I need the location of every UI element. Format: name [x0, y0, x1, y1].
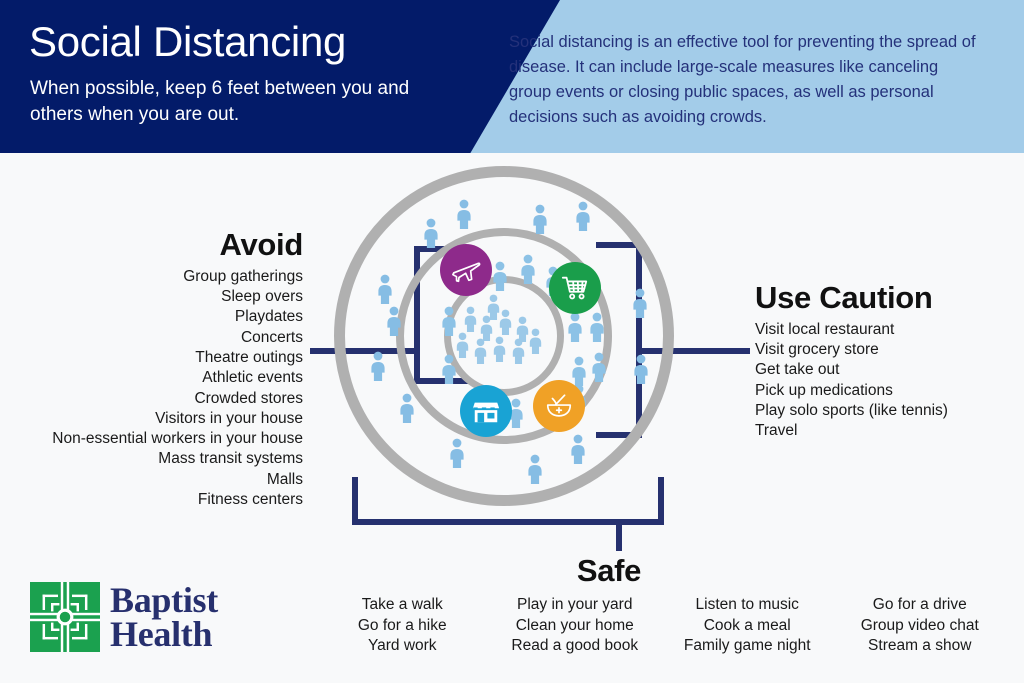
safe-section: Take a walk Go for a hike Yard work Play…	[316, 595, 1006, 657]
person-icon	[588, 352, 610, 382]
person-icon	[529, 204, 551, 234]
person-icon	[461, 306, 480, 332]
airplane-icon	[440, 244, 492, 296]
list-item: Group gatherings	[183, 267, 303, 285]
outer-ring	[334, 166, 674, 506]
list-item: Pick up medications	[755, 381, 893, 399]
use-caution-section: Use Caution Visit local restaurant Visit…	[755, 280, 1020, 442]
list-item: Read a good book	[511, 637, 639, 655]
safe-bracket-stem	[616, 519, 622, 551]
person-icon	[453, 332, 472, 358]
person-icon	[630, 354, 652, 384]
list-item: Athletic events	[202, 369, 303, 387]
list-item: Play solo sports (like tennis)	[755, 401, 948, 419]
list-item: Go for a hike	[357, 616, 447, 634]
person-icon	[453, 199, 475, 229]
list-item: Go for a drive	[872, 596, 967, 613]
safe-column: Listen to music Cook a meal Family game …	[661, 595, 834, 657]
use-caution-heading: Use Caution	[755, 280, 933, 315]
list-item: Visit local restaurant	[755, 320, 895, 338]
list-item: Stream a show	[868, 637, 972, 655]
safe-heading-wrapper: Safe	[0, 553, 1024, 589]
list-item: Group video chat	[860, 616, 979, 634]
person-icon	[383, 306, 405, 336]
person-icon	[477, 315, 496, 341]
list-item: Visit grocery store	[755, 341, 879, 359]
list-item: Playdates	[234, 308, 303, 326]
list-item: Visitors in your house	[155, 409, 303, 427]
person-icon	[586, 312, 608, 342]
logo-line-2: Health	[110, 614, 213, 654]
list-item: Malls	[266, 470, 303, 488]
person-icon	[484, 294, 503, 320]
page-title: Social Distancing	[29, 18, 347, 65]
middle-ring	[396, 228, 612, 444]
person-icon	[509, 338, 528, 364]
person-icon	[374, 274, 396, 304]
shopping-cart-icon	[549, 262, 601, 314]
use-caution-bracket-stem	[640, 348, 750, 354]
list-item: Non-essential workers in your house	[52, 430, 303, 448]
person-icon	[526, 328, 545, 354]
list-item: Fitness centers	[197, 490, 303, 508]
header-banner: Social Distancing When possible, keep 6 …	[0, 0, 1024, 153]
storefront-icon	[460, 385, 512, 437]
list-item: Take a walk	[361, 596, 443, 613]
baptist-health-logo-mark	[30, 582, 100, 652]
list-item: Crowded stores	[194, 389, 303, 407]
person-icon	[629, 288, 651, 318]
avoid-heading: Avoid	[219, 227, 304, 262]
concentric-circles-diagram	[334, 166, 674, 506]
list-item: Cook a meal	[703, 616, 791, 634]
person-icon	[568, 356, 590, 386]
safe-column: Play in your yard Clean your home Read a…	[489, 595, 662, 657]
logo-line-1: Baptist	[110, 579, 218, 620]
list-item: Play in your yard	[517, 596, 633, 613]
list-item: Listen to music	[695, 596, 799, 613]
list-item: Sleep overs	[221, 288, 303, 306]
person-icon	[517, 254, 539, 284]
person-icon	[420, 218, 442, 248]
list-item: Get take out	[755, 361, 840, 379]
mortar-pestle-icon	[533, 380, 585, 432]
safe-column: Take a walk Go for a hike Yard work	[316, 595, 489, 657]
person-icon	[490, 336, 509, 362]
safe-heading: Safe	[576, 553, 642, 588]
person-icon	[513, 316, 532, 342]
page-subtitle: When possible, keep 6 feet between you a…	[30, 78, 410, 125]
header-description: Social distancing is an effective tool f…	[509, 33, 976, 127]
list-item: Theatre outings	[195, 348, 303, 366]
person-icon	[446, 438, 468, 468]
list-item: Family game night	[683, 637, 811, 655]
person-icon	[505, 398, 527, 428]
person-icon	[438, 354, 460, 384]
list-item: Concerts	[240, 328, 303, 346]
list-item: Mass transit systems	[158, 450, 303, 468]
safe-bracket-spine	[352, 519, 664, 525]
person-icon	[524, 454, 546, 484]
person-icon	[564, 312, 586, 342]
header-dark-panel	[0, 0, 560, 153]
safe-column: Go for a drive Group video chat Stream a…	[834, 595, 1007, 657]
person-icon	[367, 351, 389, 381]
list-item: Travel	[755, 422, 798, 440]
person-icon	[496, 309, 515, 335]
person-icon	[438, 306, 460, 336]
person-icon	[572, 201, 594, 231]
avoid-section: Avoid Group gatherings Sleep overs Playd…	[8, 227, 304, 510]
person-icon	[471, 338, 490, 364]
baptist-health-logo: Baptist Health	[30, 582, 218, 652]
baptist-health-logo-text: Baptist Health	[110, 579, 218, 654]
safe-bracket-arm-left	[352, 477, 358, 525]
person-icon	[567, 434, 589, 464]
list-item: Yard work	[367, 637, 437, 655]
person-icon	[489, 261, 511, 291]
list-item: Clean your home	[515, 616, 634, 634]
safe-bracket-arm-right	[658, 477, 664, 525]
person-icon	[396, 393, 418, 423]
